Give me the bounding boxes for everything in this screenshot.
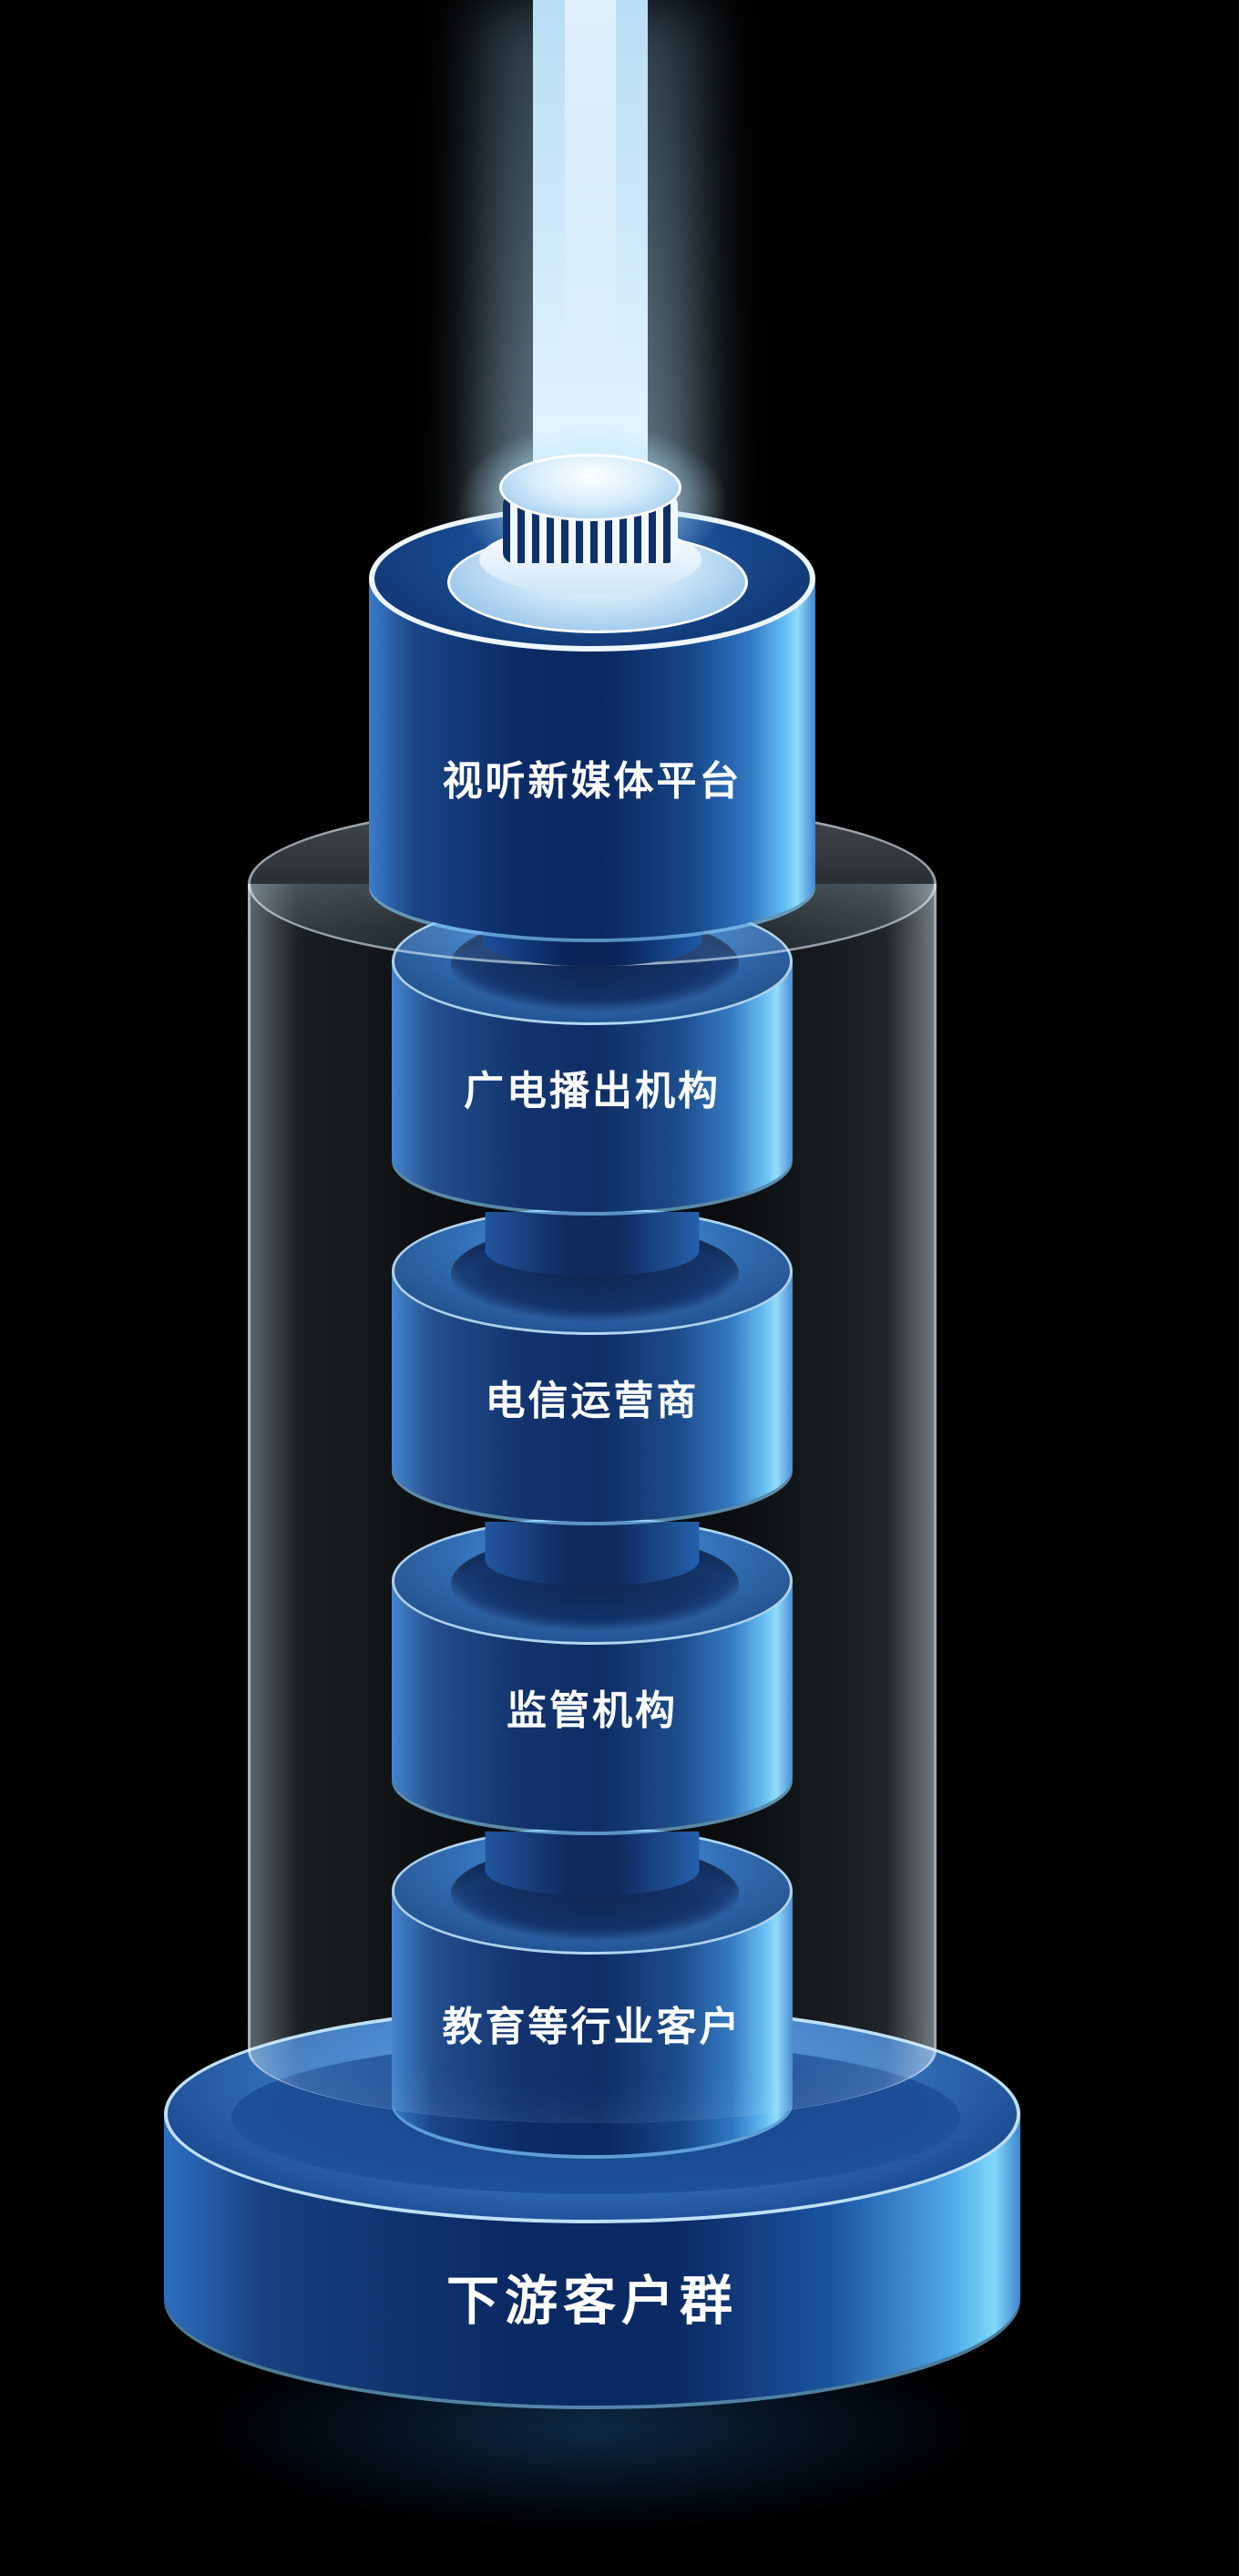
base-label: 下游客户群: [445, 2272, 738, 2331]
light-beam-highlight: [565, 0, 616, 383]
cap-top: [499, 454, 681, 521]
cap-knob: [479, 454, 701, 600]
segment-label: 视听新媒体平台: [442, 758, 742, 804]
glass-tube: [248, 802, 937, 2123]
glass-tube-body: [248, 884, 937, 2123]
